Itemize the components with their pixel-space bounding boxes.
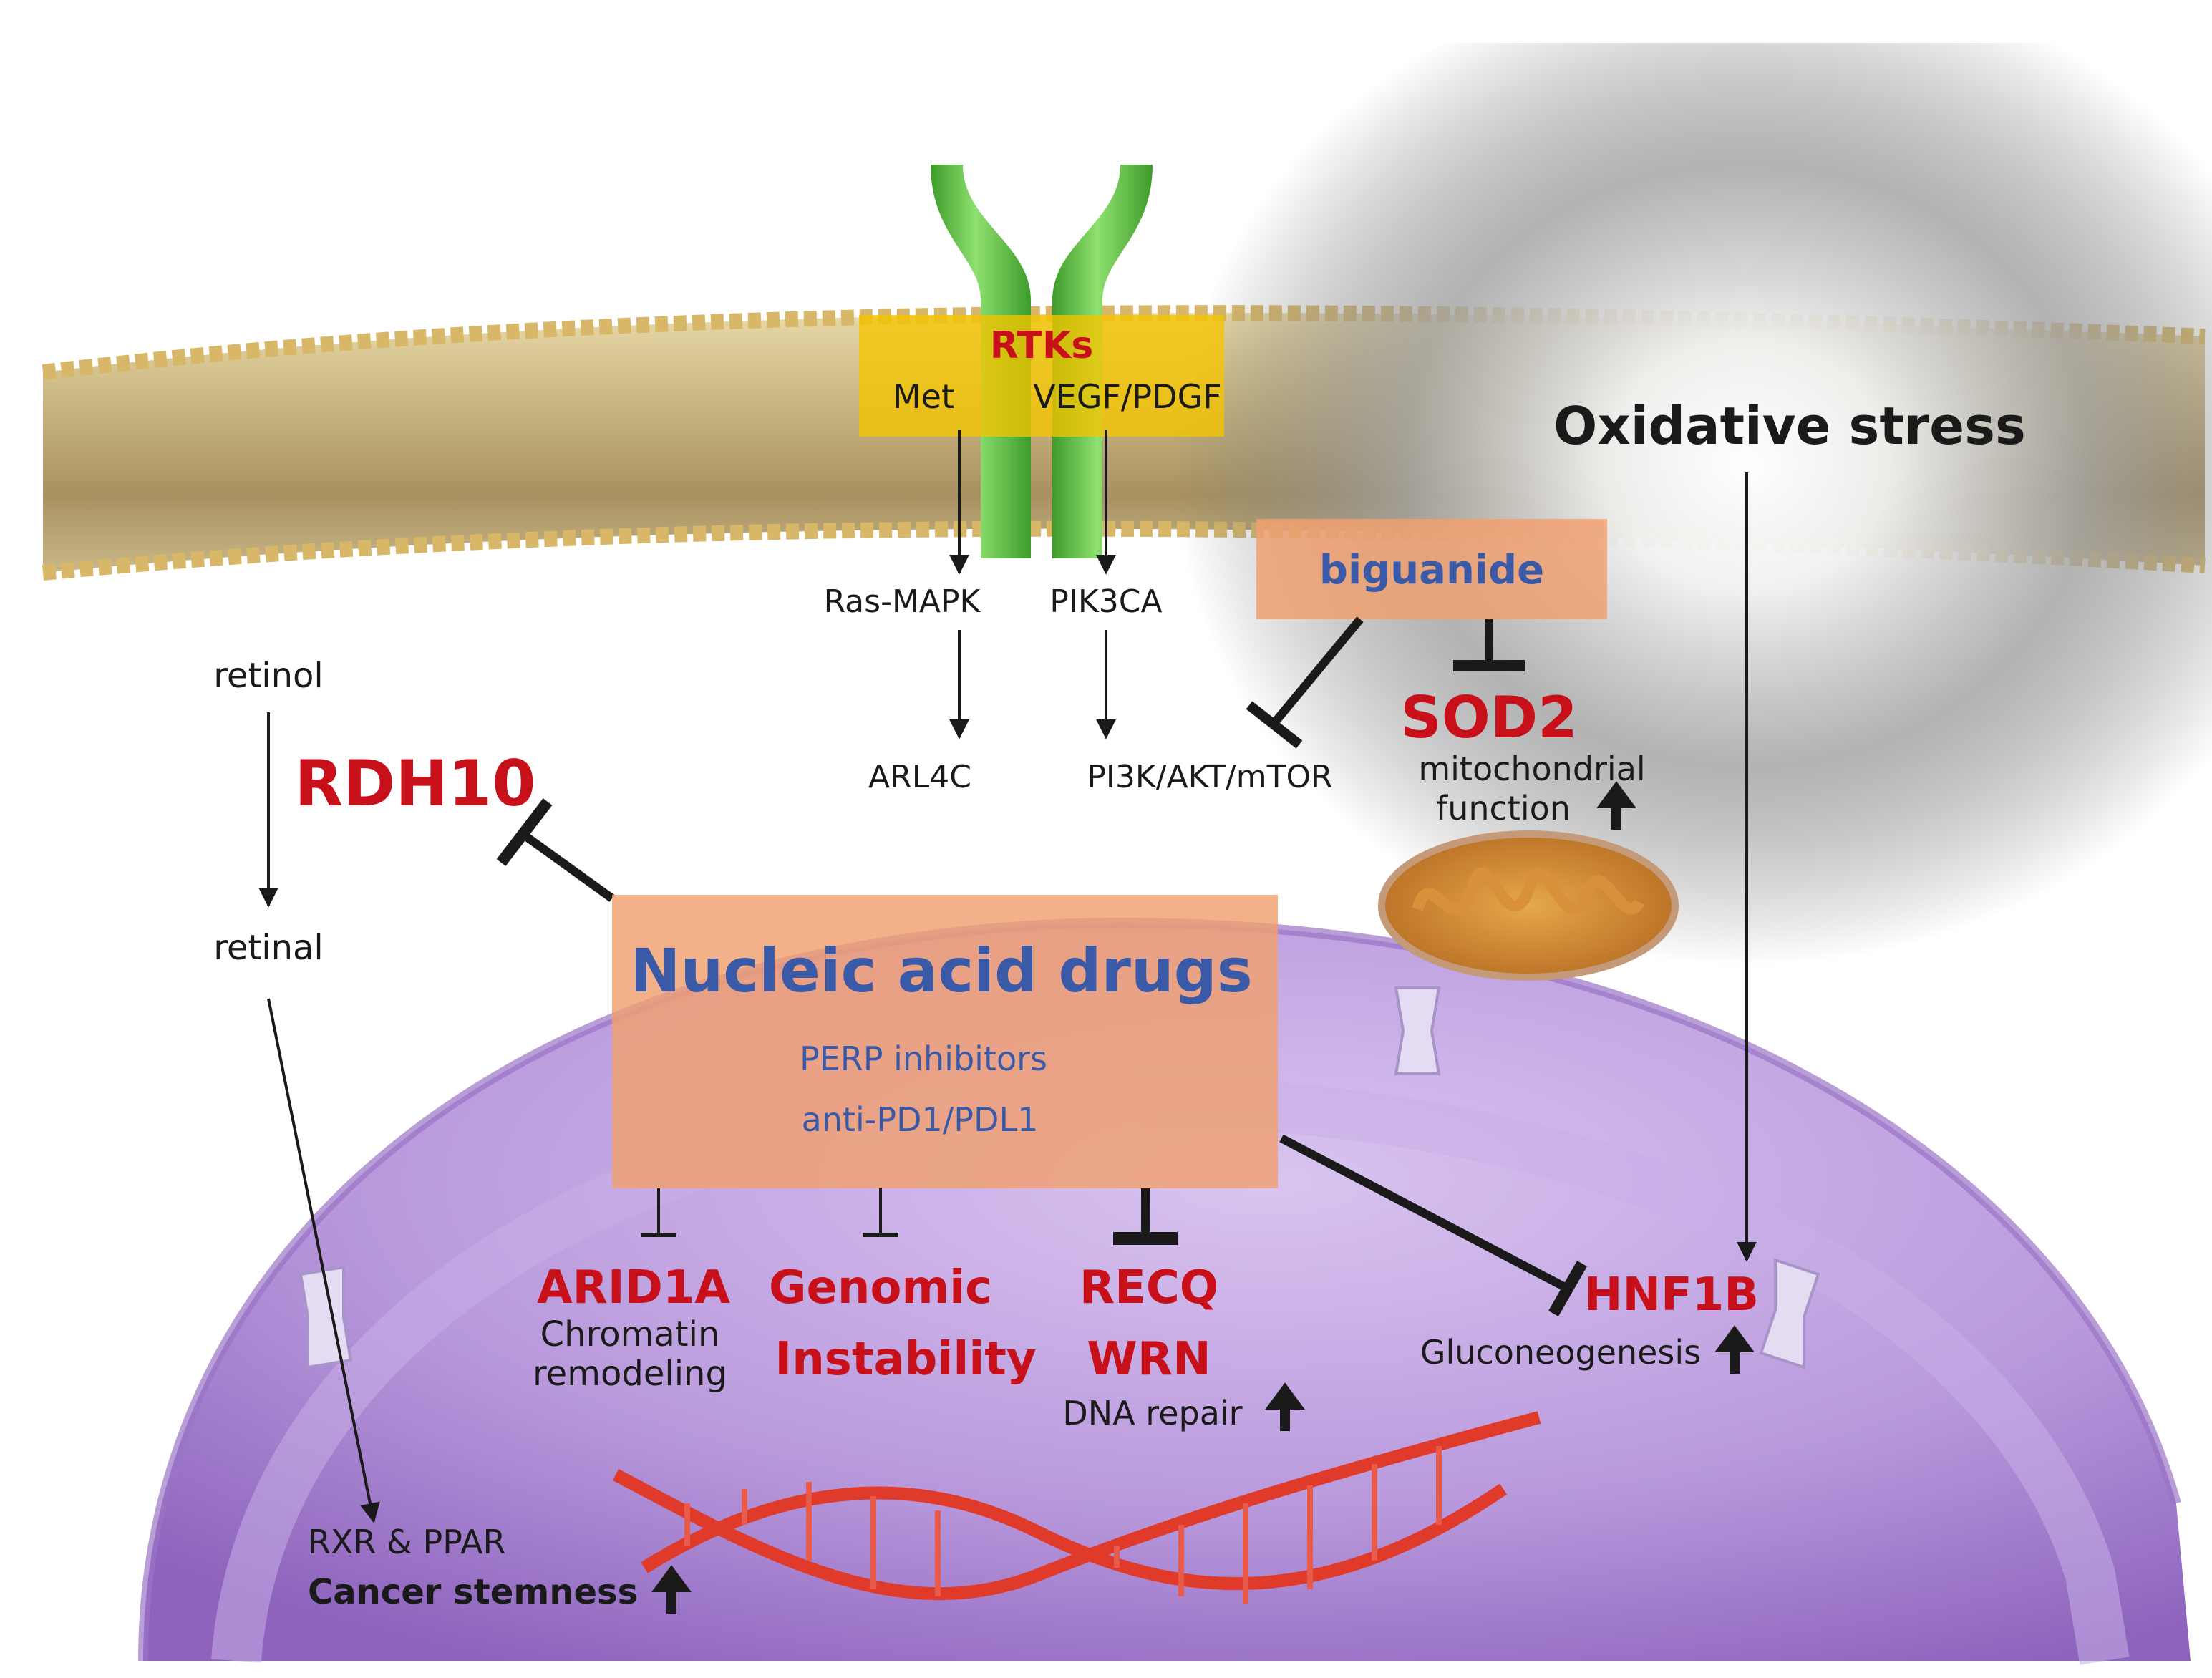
ras-mapk-label: Ras-MAPK [824,583,981,620]
rtks-label: RTKs [990,324,1093,367]
biguanide-label: biguanide [1319,547,1544,593]
pi3k-akt-mtor-label: PI3K/AKT/mTOR [1087,759,1332,795]
nucleic-acid-drugs-label: Nucleic acid drugs [630,936,1253,1006]
inhibit-drugs-to-arid1a [641,1188,676,1237]
retinal-label: retinal [213,928,324,968]
cancer-stemness-label: Cancer stemness [308,1572,638,1612]
oxidative-stress-glow [1174,0,2212,966]
perp-inhibitors-label: PERP inhibitors [800,1039,1047,1078]
met-label: Met [893,377,954,416]
wrn-label: WRN [1087,1333,1211,1386]
recq-label: RECQ [1080,1261,1218,1314]
inhibit-drugs-to-hnf1b [1279,1134,1587,1316]
rdh10-label: RDH10 [295,747,536,820]
arid1a-label: ARID1A [537,1261,730,1314]
hnf1b-label: HNF1B [1584,1269,1759,1321]
inhibit-biguanide-to-sod2 [1453,619,1525,671]
up-arrow-icon [1596,781,1636,830]
mito-function-line1: mitochondrial [1418,750,1645,788]
oxidative-stress-label: Oxidative stress [1553,396,2026,456]
arl4c-label: ARL4C [868,759,971,795]
mitochondrion-icon [1378,830,1679,981]
arrow-retinal-to-rxr [267,998,380,1523]
up-arrow-icon [651,1565,692,1614]
nuclear-pore-icon [299,986,1820,1369]
inhibit-drugs-to-rdh10 [496,798,615,902]
retinol-label: retinol [213,656,324,696]
rtk-box [859,315,1224,437]
nucleic-acid-drugs-box [612,895,1278,1188]
chromatin-line1: Chromatin [540,1314,720,1354]
inhibit-drugs-to-recq [1113,1188,1178,1245]
vegf-pdgf-label: VEGF/PDGF [1033,377,1221,416]
gluconeogenesis-label: Gluconeogenesis [1420,1333,1701,1372]
inhibit-drugs-to-genomic [863,1188,898,1237]
sod2-label: SOD2 [1400,684,1578,751]
chromatin-line2: remodeling [533,1354,727,1394]
genomic-line1: Genomic [769,1261,992,1314]
glow-fade [1110,0,2212,43]
pik3ca-label: PIK3CA [1049,583,1162,620]
biguanide-box [1256,519,1607,619]
inhibit-biguanide-to-mtor [1246,616,1364,749]
rxr-ppar-label: RXR & PPAR [308,1523,506,1561]
genomic-line2: Instability [775,1333,1036,1386]
anti-pd1-label: anti-PD1/PDL1 [802,1100,1039,1139]
up-arrow-icon [1265,1382,1305,1431]
mito-function-line2: function [1436,789,1571,828]
dna-repair-label: DNA repair [1062,1394,1242,1432]
dna-helix-icon [612,1411,1541,1604]
up-arrow-icon [1714,1325,1755,1374]
